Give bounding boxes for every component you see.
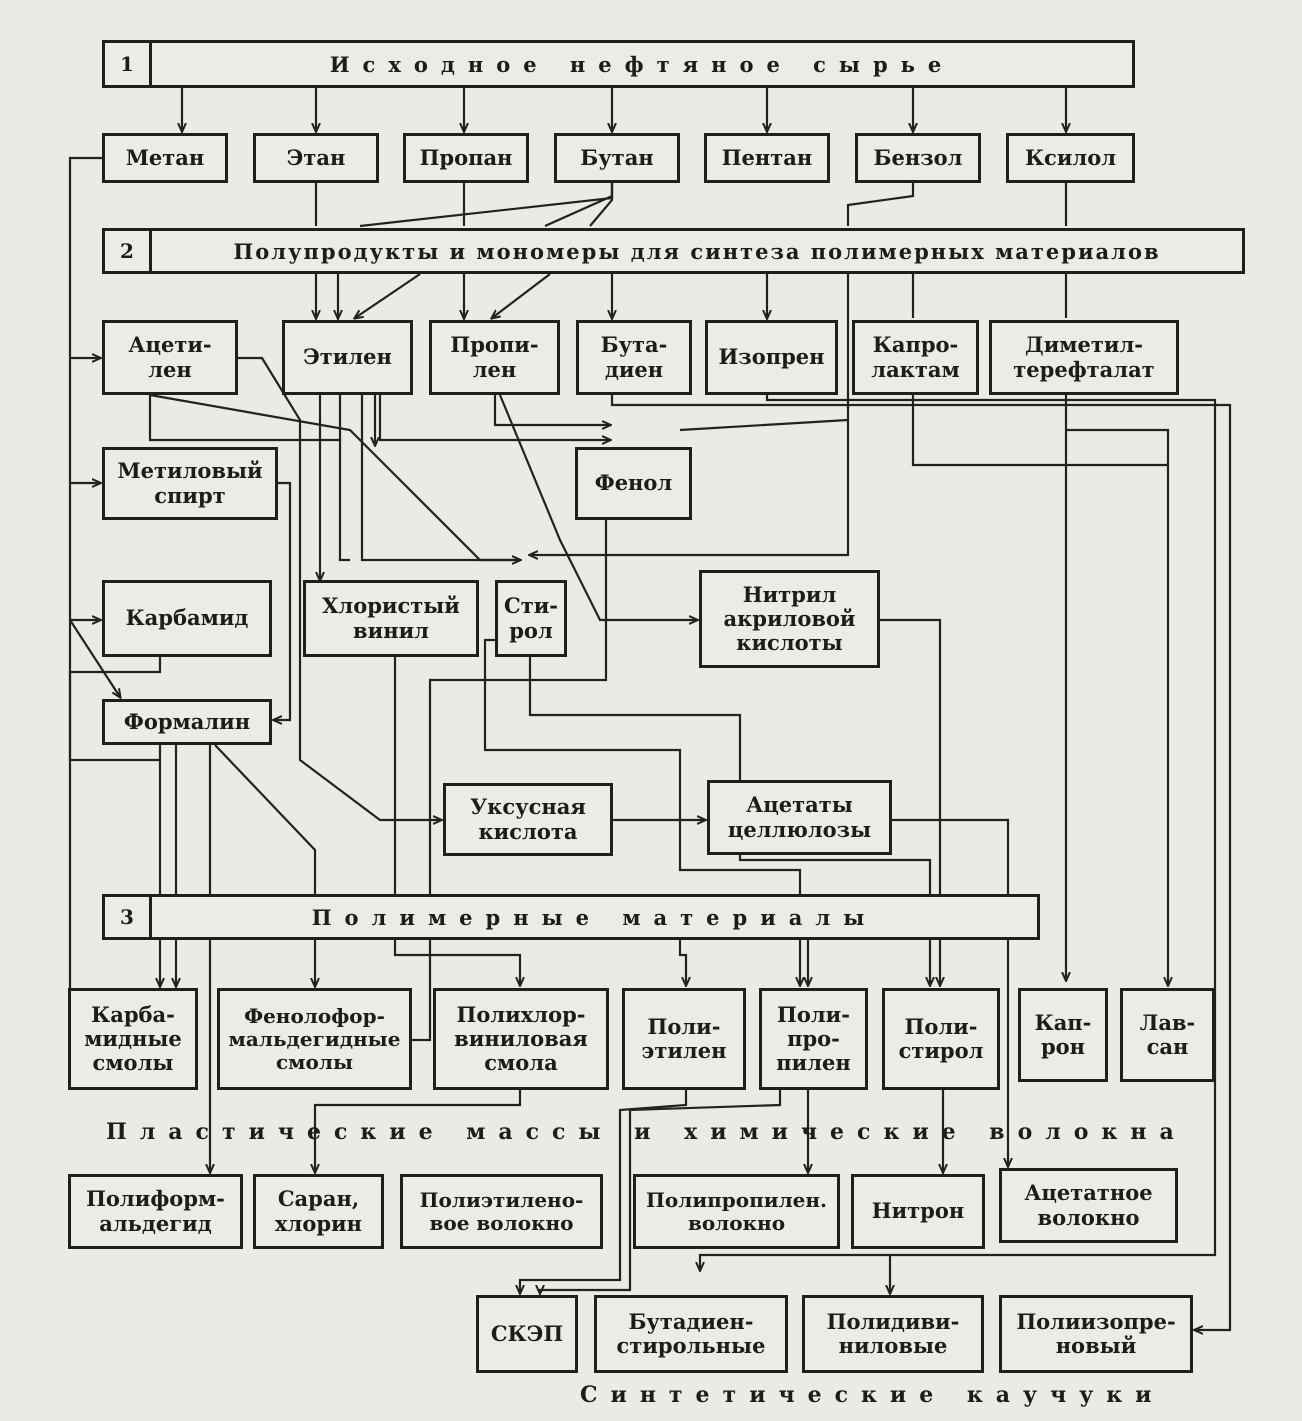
box-skep: СКЭП bbox=[476, 1295, 578, 1373]
box-phenol-formaldehyde-resins: Фенолофор- мальдегидные смолы bbox=[217, 988, 412, 1090]
box-ethylene: Этилен bbox=[282, 320, 413, 395]
connector bbox=[540, 1090, 782, 1293]
box-butadiene-styrene: Бутадиен- стирольные bbox=[594, 1295, 788, 1373]
connector bbox=[359, 183, 614, 228]
connector bbox=[338, 395, 350, 562]
connector bbox=[68, 156, 102, 1010]
connector bbox=[892, 818, 1008, 1166]
box-carbamide: Карбамид bbox=[102, 580, 272, 657]
box-cellulose-acetates: Ацетаты целлюлозы bbox=[707, 780, 892, 855]
box-carbamide-resins: Карба- мидные смолы bbox=[68, 988, 198, 1090]
connector bbox=[148, 395, 340, 442]
box-butane: Бутан bbox=[554, 133, 680, 183]
box-phenol: Фенол bbox=[575, 447, 692, 520]
connector bbox=[678, 940, 686, 985]
box-vinyl-chloride: Хлористый винил bbox=[303, 580, 479, 657]
box-xylene: Ксилол bbox=[1006, 133, 1135, 183]
box-polyformaldehyde: Полиформ- альдегид bbox=[68, 1174, 243, 1249]
band-title: Исходное нефтяное сырье bbox=[329, 51, 955, 77]
connector bbox=[360, 395, 520, 560]
box-saran-chlorin: Саран, хлорин bbox=[253, 1174, 384, 1249]
box-methane: Метан bbox=[102, 133, 228, 183]
band-title: Полупродукты и мономеры для синтеза поли… bbox=[233, 238, 1161, 264]
connector bbox=[393, 940, 520, 985]
band-raw-materials: 1 Исходное нефтяное сырье bbox=[102, 40, 1135, 88]
box-acetylene: Ацети- лен bbox=[102, 320, 238, 395]
connector bbox=[493, 395, 610, 425]
connector bbox=[483, 638, 800, 985]
box-formalin: Формалин bbox=[102, 699, 272, 745]
box-benzene: Бензол bbox=[855, 133, 981, 183]
box-propylene: Пропи- лен bbox=[429, 320, 560, 395]
connector bbox=[846, 183, 915, 226]
caption-plastics-fibers: Пластические массы и химические волокна bbox=[106, 1119, 1187, 1145]
band-intermediates: 2 Полупродукты и мономеры для синтеза по… bbox=[102, 228, 1245, 274]
box-isoprene: Изопрен bbox=[705, 320, 838, 395]
box-capron: Кап- рон bbox=[1018, 988, 1108, 1082]
connector bbox=[880, 618, 940, 985]
caption-synthetic-rubbers: Синтетические каучуки bbox=[580, 1382, 1165, 1408]
box-acetic-acid: Уксусная кислота bbox=[443, 783, 613, 856]
connector bbox=[679, 418, 849, 432]
band-number: 2 bbox=[105, 231, 152, 271]
box-nitron: Нитрон bbox=[851, 1174, 985, 1249]
box-polyisoprene: Полиизопре- новый bbox=[999, 1295, 1193, 1373]
box-polypropylene: Поли- про- пилен bbox=[759, 988, 868, 1090]
connector bbox=[520, 1090, 688, 1293]
box-polystyrene: Поли- стирол bbox=[882, 988, 1000, 1090]
box-acetate-fiber: Ацетатное волокно bbox=[999, 1168, 1178, 1243]
connector bbox=[69, 619, 120, 697]
connector bbox=[274, 481, 292, 720]
box-caprolactam: Капро- лактам bbox=[852, 320, 979, 395]
box-styrene: Сти- рол bbox=[495, 580, 567, 657]
connector bbox=[355, 273, 421, 318]
connector bbox=[315, 1090, 522, 1172]
box-polypropylene-fiber: Полипропилен. волокно bbox=[633, 1174, 840, 1249]
connector bbox=[589, 183, 614, 227]
box-acrylonitrile: Нитрил акриловой кислоты bbox=[699, 570, 880, 668]
box-pentane: Пентан bbox=[704, 133, 830, 183]
box-dimethyl-terephthalate: Диметил- терефталат bbox=[989, 320, 1179, 395]
box-propane: Пропан bbox=[403, 133, 529, 183]
connector bbox=[498, 394, 697, 620]
connector bbox=[238, 356, 441, 820]
box-butadiene: Бута- диен bbox=[576, 320, 692, 395]
connector bbox=[149, 393, 520, 562]
connector bbox=[492, 273, 551, 318]
box-lavsan: Лав- сан bbox=[1120, 988, 1215, 1082]
connector bbox=[68, 657, 162, 762]
connector bbox=[214, 744, 315, 986]
box-polydivinyl: Полидиви- ниловые bbox=[802, 1295, 984, 1373]
box-polyethylene: Поли- этилен bbox=[622, 988, 746, 1090]
band-polymers: 3 Полимерные материалы bbox=[102, 894, 1040, 940]
connector bbox=[378, 395, 610, 440]
box-polyethylene-fiber: Полиэтилено- вое волокно bbox=[400, 1174, 603, 1249]
connector bbox=[1066, 428, 1168, 985]
box-pvc-resin: Полихлор- виниловая смола bbox=[433, 988, 609, 1090]
connector bbox=[700, 395, 1217, 1270]
band-number: 3 bbox=[105, 897, 152, 937]
connector bbox=[911, 395, 1168, 467]
band-title: Полимерные материалы bbox=[311, 904, 878, 930]
connector bbox=[610, 395, 1232, 1330]
connector bbox=[412, 520, 608, 1042]
connector bbox=[530, 274, 850, 555]
box-methanol: Метиловый спирт bbox=[102, 447, 278, 520]
box-ethane: Этан bbox=[253, 133, 379, 183]
band-number: 1 bbox=[105, 43, 152, 85]
